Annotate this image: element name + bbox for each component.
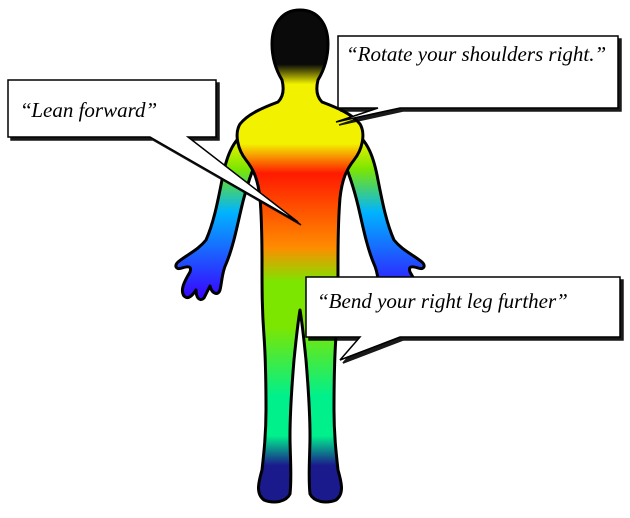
callout-text-lean: “Lean forward” bbox=[22, 97, 208, 123]
callout-text-bend: “Bend your right leg further” bbox=[317, 288, 627, 314]
callout-lean-close-quote: ” bbox=[146, 98, 158, 122]
callout-lean-label: Lean forward bbox=[31, 98, 145, 122]
callout-text-rotate: “Rotate your shoulders right.” bbox=[346, 41, 610, 67]
callout-lean-open-quote: “ bbox=[22, 98, 31, 122]
